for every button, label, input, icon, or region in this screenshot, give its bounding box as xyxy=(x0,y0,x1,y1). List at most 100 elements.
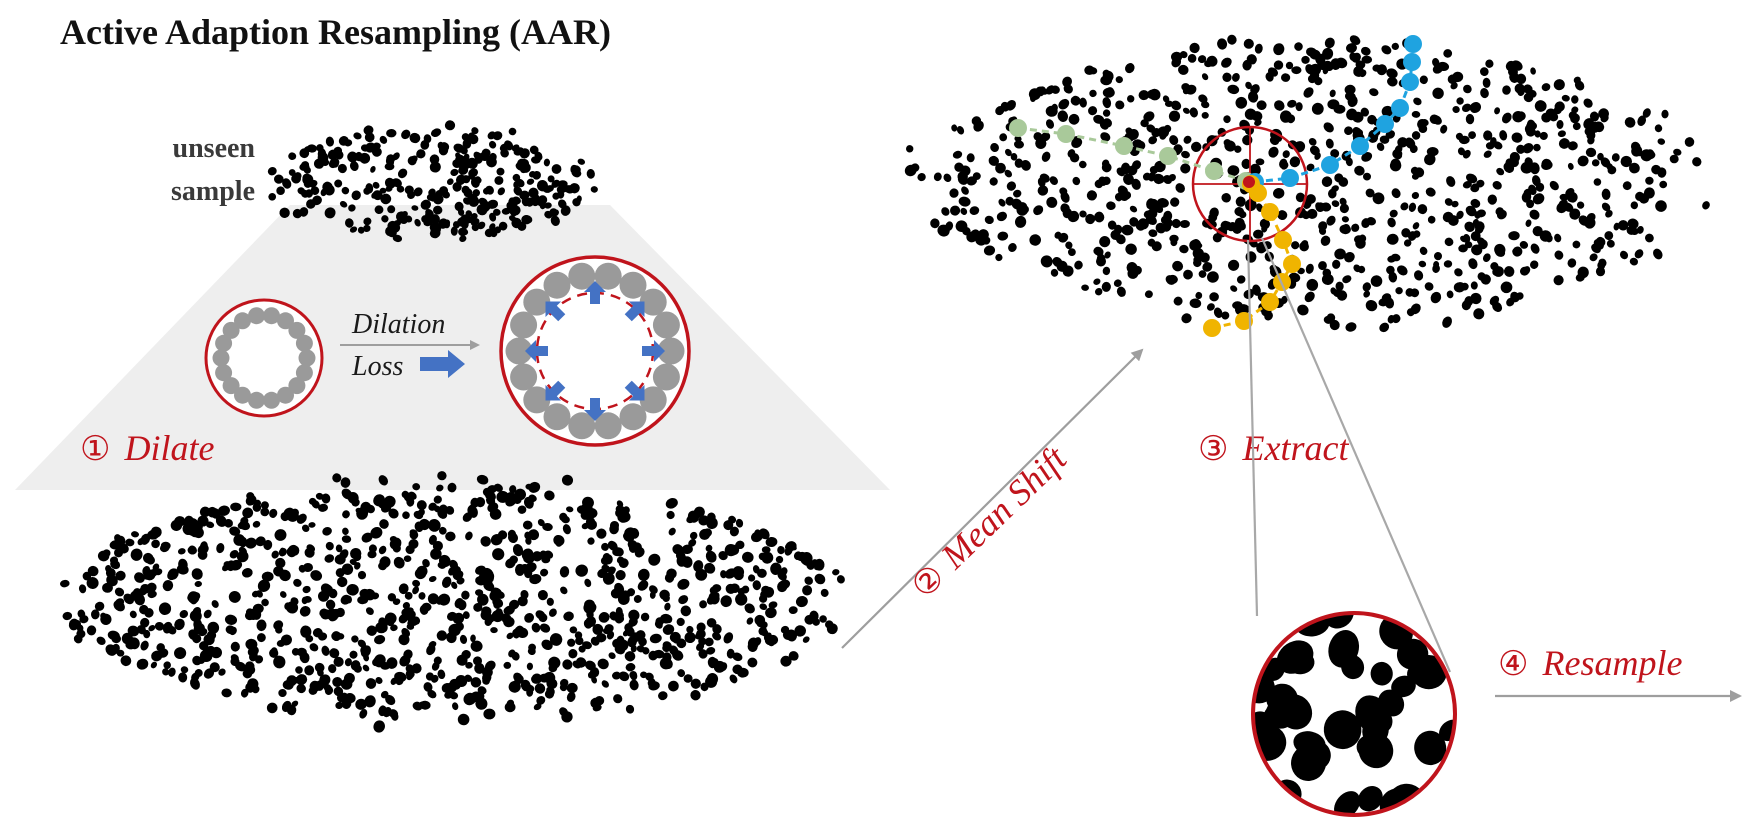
cloud-point xyxy=(341,535,352,543)
cloud-point xyxy=(294,172,302,180)
cloud-point xyxy=(1151,241,1162,252)
cloud-point xyxy=(1351,111,1360,120)
cloud-point xyxy=(973,120,984,132)
cloud-point xyxy=(482,487,492,497)
cloud-point xyxy=(517,221,527,231)
cloud-point xyxy=(158,602,172,615)
cloud-point xyxy=(761,585,772,596)
cloud-point xyxy=(1308,137,1317,146)
cloud-point xyxy=(1669,154,1679,164)
cloud-point xyxy=(1531,175,1541,187)
cloud-point xyxy=(1050,268,1059,277)
cloud-point xyxy=(437,669,446,680)
cloud-point xyxy=(686,625,694,634)
zoom-connector-right xyxy=(1260,237,1452,673)
particle xyxy=(639,386,667,414)
cloud-point xyxy=(379,519,389,529)
cloud-point xyxy=(1376,142,1385,151)
cloud-point xyxy=(1241,158,1251,169)
cloud-point xyxy=(1367,132,1379,143)
cloud-point xyxy=(1470,184,1479,193)
cloud-point xyxy=(188,545,197,554)
cloud-point xyxy=(1421,119,1429,126)
cloud-point xyxy=(1410,166,1419,175)
cloud-point xyxy=(1499,130,1508,141)
cloud-point xyxy=(969,206,980,215)
cloud-point xyxy=(1234,145,1242,153)
cloud-point xyxy=(1502,85,1511,95)
cloud-point xyxy=(490,627,498,634)
cloud-point xyxy=(1321,176,1333,187)
cloud-point xyxy=(562,524,571,535)
cloud-point xyxy=(1412,222,1420,230)
cloud-point xyxy=(540,568,549,577)
cloud-point xyxy=(325,541,334,551)
cloud-point xyxy=(523,554,535,564)
cloud-point xyxy=(1516,73,1527,84)
cloud-point xyxy=(375,677,383,684)
cloud-point xyxy=(1220,220,1231,231)
zoomed-point xyxy=(1370,661,1393,686)
trajectory-blue-step-point xyxy=(1401,73,1419,91)
cloud-point xyxy=(150,661,158,669)
cloud-point xyxy=(336,633,345,640)
cloud-point xyxy=(468,168,478,178)
cloud-point xyxy=(567,638,576,647)
cloud-point xyxy=(321,645,330,656)
cloud-point xyxy=(425,209,434,218)
cloud-point xyxy=(1198,270,1207,278)
cloud-point xyxy=(1630,227,1639,236)
cloud-point xyxy=(189,610,202,622)
cloud-point xyxy=(302,174,314,186)
cloud-point xyxy=(699,528,711,540)
cloud-point xyxy=(1605,210,1613,218)
cloud-point xyxy=(503,661,512,669)
dilation-force-arrow xyxy=(584,398,606,421)
cloud-point xyxy=(105,565,112,573)
cloud-point xyxy=(324,207,336,219)
cloud-point xyxy=(1172,260,1184,272)
cloud-point xyxy=(167,571,176,581)
cloud-point xyxy=(392,598,401,605)
cloud-point xyxy=(577,158,586,165)
cloud-point xyxy=(114,548,123,558)
cloud-point xyxy=(539,623,551,633)
cloud-point xyxy=(527,647,536,656)
cloud-point xyxy=(761,546,771,554)
cloud-point xyxy=(608,652,616,660)
cloud-point xyxy=(286,704,297,716)
cloud-point xyxy=(1520,161,1533,174)
cloud-point xyxy=(1195,291,1203,300)
cloud-point xyxy=(648,553,661,566)
cloud-point xyxy=(1541,83,1551,92)
cloud-point xyxy=(459,634,468,644)
cloud-point xyxy=(433,495,442,504)
cloud-point xyxy=(341,488,353,500)
cloud-point xyxy=(1519,241,1529,249)
cloud-point xyxy=(1342,275,1352,284)
cloud-point xyxy=(788,651,799,661)
cloud-point xyxy=(1189,107,1198,118)
cloud-point xyxy=(1334,248,1346,260)
cloud-point xyxy=(198,656,206,664)
cloud-point xyxy=(428,575,437,583)
cloud-point xyxy=(1620,155,1632,168)
cloud-point xyxy=(1583,98,1593,108)
compact-particle-ring xyxy=(204,298,324,418)
cloud-point xyxy=(1197,55,1207,64)
cloud-point xyxy=(1142,172,1151,181)
cloud-point xyxy=(616,635,625,647)
cloud-point xyxy=(1189,298,1202,309)
cloud-point xyxy=(280,634,292,646)
cloud-point xyxy=(260,501,269,510)
cloud-point xyxy=(780,655,792,667)
cloud-point xyxy=(1254,119,1262,126)
cloud-point xyxy=(802,585,813,596)
cloud-point xyxy=(1390,158,1401,169)
cloud-point xyxy=(402,602,411,610)
cloud-point xyxy=(452,221,460,229)
cloud-point xyxy=(147,590,157,599)
cloud-point xyxy=(1004,169,1013,178)
cloud-point xyxy=(244,664,256,676)
cloud-point xyxy=(380,661,391,670)
